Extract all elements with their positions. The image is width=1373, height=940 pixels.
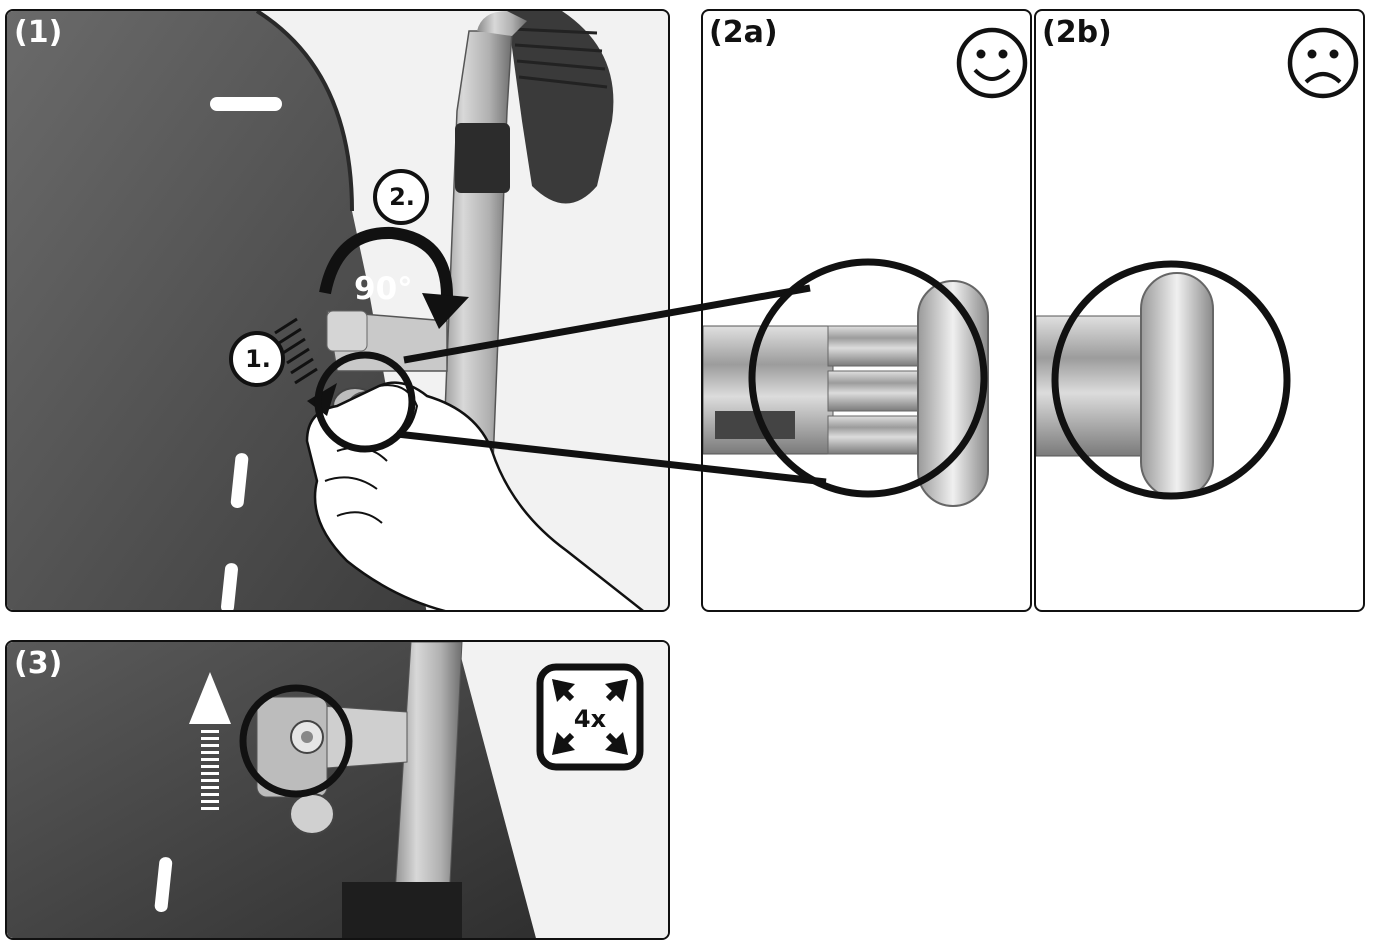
pin-closeup-incorrect (1036, 260, 1291, 500)
frowning-face-icon (1287, 27, 1359, 99)
smiley-face-icon (956, 27, 1028, 99)
expand-arrows-icon (552, 679, 628, 755)
repeat-count-label: 4x (573, 705, 607, 733)
panel-label: (1) (14, 15, 63, 50)
zoom-circle (314, 351, 416, 453)
zoom-circle (239, 684, 353, 798)
rotate-arrow-icon (319, 226, 453, 297)
panel-2b: (2b) (1034, 9, 1365, 612)
step-1-badge (229, 331, 285, 387)
panel-3: (3) 4x (5, 640, 670, 940)
zoom-circle (1051, 260, 1291, 500)
slot-mark (210, 97, 282, 111)
panel-2a: (2a) (701, 9, 1032, 612)
pin-closeup-correct (703, 280, 989, 507)
backrest-illustration (7, 11, 668, 610)
step-2-badge (373, 169, 429, 225)
rotation-angle-label: 90° (354, 271, 413, 307)
step-1-label: 1. (245, 345, 271, 373)
bracket-closeup (7, 642, 668, 938)
lift-arrow-icon (189, 672, 231, 810)
panel-1: (1) 2. 1. 90° (5, 9, 670, 612)
panel-label: (2b) (1042, 15, 1112, 50)
step-2-label: 2. (389, 183, 415, 211)
push-arrow-icon (307, 383, 337, 416)
panel-label: (3) (14, 646, 63, 681)
panel-label: (2a) (709, 15, 778, 50)
